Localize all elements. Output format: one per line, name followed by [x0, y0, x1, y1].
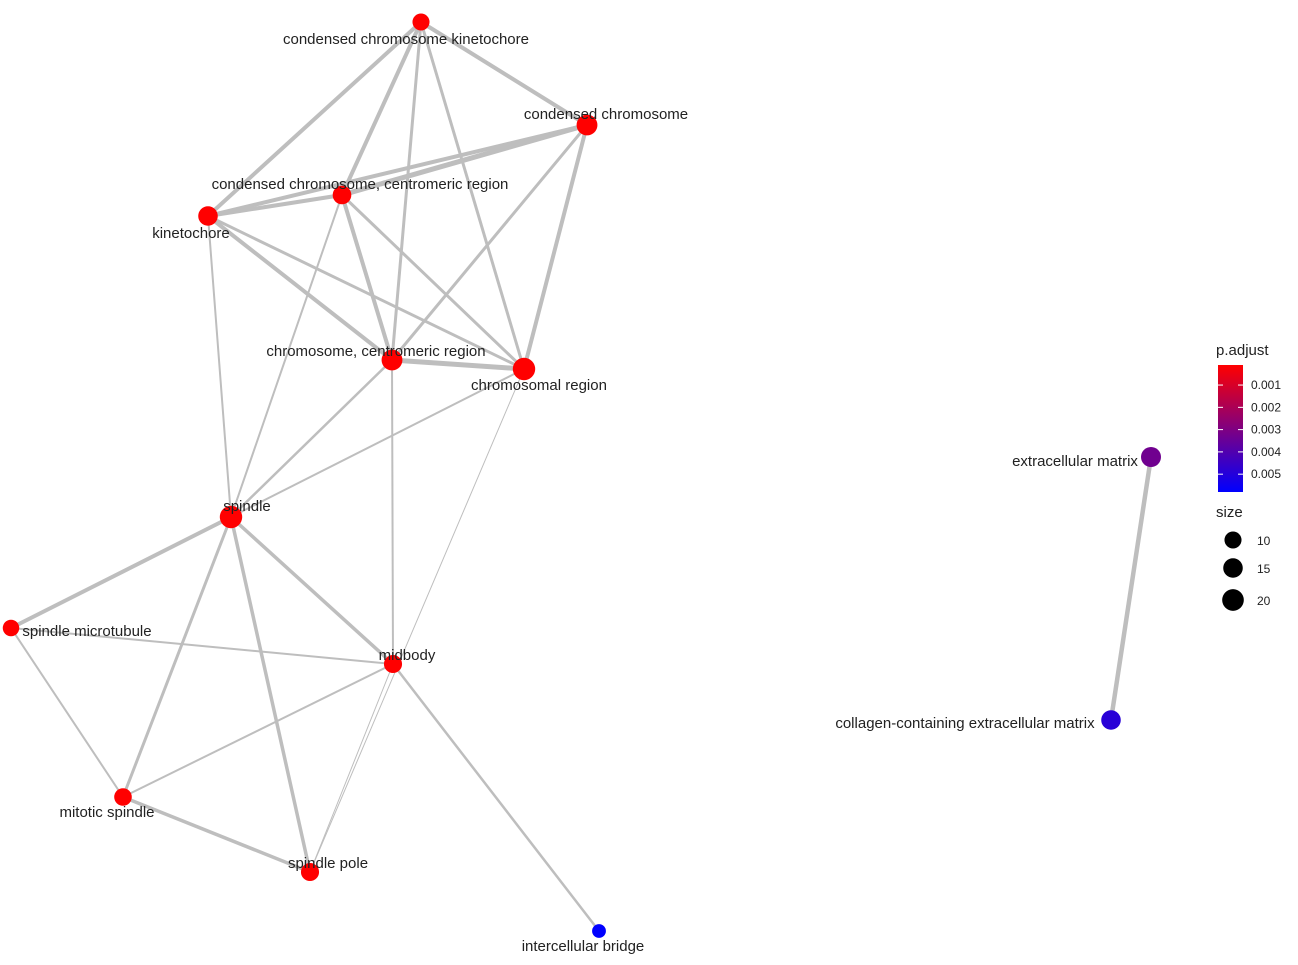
edge-kin-chr [206, 214, 394, 362]
node-chr[interactable] [381, 349, 403, 371]
size-legend-dot [1224, 531, 1242, 549]
edge-cc-kin [206, 123, 589, 218]
size-legend-dot [1222, 589, 1244, 611]
node-label-spp: spindle pole [288, 855, 368, 872]
edge-smt-ms [10, 627, 124, 798]
node-label-cr: chromosomal region [471, 377, 607, 394]
node-spp[interactable] [300, 862, 320, 882]
node-label-ms: mitotic spindle [59, 804, 154, 821]
edge-ccr-kin [206, 193, 344, 218]
node-label-kin: kinetochore [152, 225, 230, 242]
node-ccr[interactable] [332, 185, 352, 205]
edge-ccr-cr [340, 193, 526, 371]
padjust-tick-label: 0.001 [1251, 378, 1281, 392]
edge-sp-mb [229, 515, 395, 666]
edge-ck-chr [390, 20, 423, 362]
padjust-colorbar [1218, 365, 1243, 492]
node-cc[interactable] [576, 114, 598, 136]
node-label-ck: condensed chromosome kinetochore [283, 31, 529, 48]
edge-kin-sp [207, 215, 232, 518]
node-smt[interactable] [2, 619, 20, 637]
padjust-tick-label: 0.004 [1251, 445, 1281, 459]
edge-ecm-cecm [1108, 454, 1154, 723]
edge-kin-cr [206, 214, 526, 371]
padjust-legend-title: p.adjust [1216, 342, 1269, 359]
size-legend: size 10 15 20 [1216, 504, 1271, 611]
edge-cr-spp [309, 368, 525, 873]
node-layer [2, 13, 1161, 938]
edge-cr-sp [230, 368, 525, 518]
node-cr[interactable] [512, 357, 536, 381]
edge-ck-cr [419, 20, 526, 371]
edge-sp-spp [229, 515, 312, 874]
node-sp[interactable] [219, 505, 243, 529]
node-label-ccr: condensed chromosome, centromeric region [212, 176, 509, 193]
node-ib[interactable] [592, 924, 606, 938]
edge-smt-mb [10, 627, 394, 665]
size-legend-label: 10 [1257, 534, 1271, 548]
edge-ccr-chr [340, 193, 394, 362]
size-legend-label: 15 [1257, 562, 1271, 576]
size-legend-title: size [1216, 504, 1243, 521]
node-kin[interactable] [198, 206, 218, 226]
node-label-cc: condensed chromosome [524, 106, 688, 123]
node-label-ib: intercellular bridge [522, 938, 645, 955]
edge-cc-cr [522, 123, 589, 371]
size-legend-label: 20 [1257, 594, 1271, 608]
edge-sp-ms [121, 515, 233, 799]
node-ms[interactable] [114, 788, 132, 806]
node-label-chr: chromosome, centromeric region [266, 343, 485, 360]
edge-ck-kin [206, 20, 423, 218]
edge-chr-cr [389, 357, 527, 372]
padjust-tick-label: 0.002 [1251, 400, 1281, 414]
node-mb[interactable] [383, 654, 403, 674]
edge-layer [9, 20, 1154, 933]
edge-chr-mb [391, 359, 394, 665]
node-label-smt: spindle microtubule [22, 623, 151, 640]
node-label-cecm: collagen-containing extracellular matrix [835, 715, 1095, 732]
node-ecm[interactable] [1141, 447, 1161, 467]
edge-ck-ccr [340, 20, 423, 197]
padjust-legend: p.adjust 0.001 0.002 0.003 0.004 0.005 [1216, 342, 1281, 492]
edge-mb-spp [309, 663, 394, 873]
padjust-tick-label: 0.005 [1251, 467, 1281, 481]
node-label-ecm: extracellular matrix [1012, 453, 1138, 470]
padjust-tick-label: 0.003 [1251, 423, 1281, 437]
node-label-sp: spindle [223, 498, 271, 515]
size-legend-dot [1223, 558, 1243, 578]
node-label-mb: midbody [379, 647, 436, 664]
edge-mb-ib [391, 662, 601, 933]
edge-ccr-sp [230, 194, 343, 518]
edge-sp-smt [9, 515, 233, 630]
label-layer: condensed chromosome kinetochore condense… [22, 31, 1138, 955]
edge-mb-ms [122, 663, 394, 798]
edge-ck-cc [419, 20, 589, 127]
edge-ms-spp [121, 795, 312, 874]
node-cecm[interactable] [1101, 710, 1121, 730]
edge-chr-sp [229, 358, 394, 519]
node-ck[interactable] [412, 13, 430, 31]
